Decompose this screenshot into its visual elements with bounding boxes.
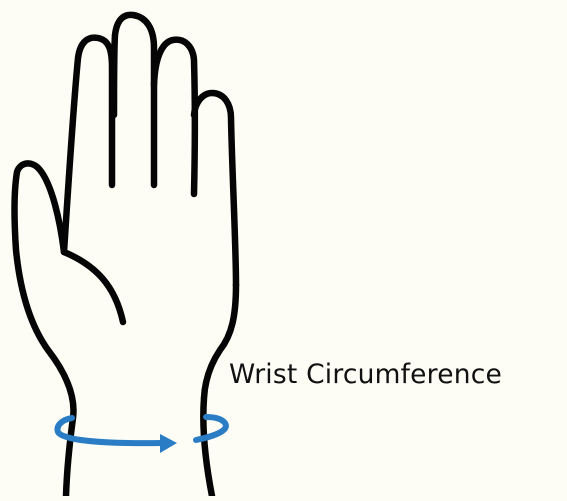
- measurement-label: Wrist Circumference: [229, 362, 502, 389]
